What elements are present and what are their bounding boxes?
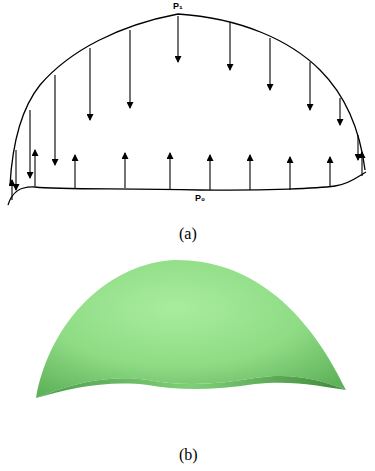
force-arrow bbox=[209, 155, 210, 190]
curves bbox=[8, 14, 366, 205]
force-arrow bbox=[29, 110, 30, 178]
curve-label: P₀ bbox=[194, 194, 206, 203]
force-arrow bbox=[177, 16, 178, 62]
force-arrow bbox=[89, 48, 90, 120]
force-arrow bbox=[54, 75, 55, 165]
force-arrow bbox=[124, 153, 125, 188]
force-arrow bbox=[249, 155, 250, 190]
subfigure-label: (b) bbox=[179, 447, 198, 463]
force-arrow bbox=[229, 22, 230, 70]
force-arrow bbox=[129, 30, 130, 108]
curve-label: P₁ bbox=[172, 2, 184, 11]
surface-edge bbox=[36, 376, 346, 398]
force-arrow bbox=[74, 155, 75, 188]
force-arrow bbox=[309, 62, 310, 110]
arrows bbox=[12, 16, 362, 200]
subfigure-label: (a) bbox=[179, 226, 197, 242]
force-arrow bbox=[339, 98, 340, 125]
force-arrow bbox=[169, 153, 170, 189]
surface-body bbox=[36, 260, 346, 398]
bottom-curve bbox=[8, 172, 366, 205]
force-arrow bbox=[289, 157, 290, 190]
force-arrow bbox=[15, 150, 16, 190]
force-arrow bbox=[361, 152, 362, 176]
force-arrow bbox=[357, 135, 358, 160]
force-arrow bbox=[34, 150, 35, 186]
force-arrow bbox=[11, 180, 12, 200]
force-arrow bbox=[269, 38, 270, 90]
top-curve bbox=[10, 14, 365, 185]
surface bbox=[36, 260, 346, 398]
force-arrow bbox=[329, 157, 330, 187]
